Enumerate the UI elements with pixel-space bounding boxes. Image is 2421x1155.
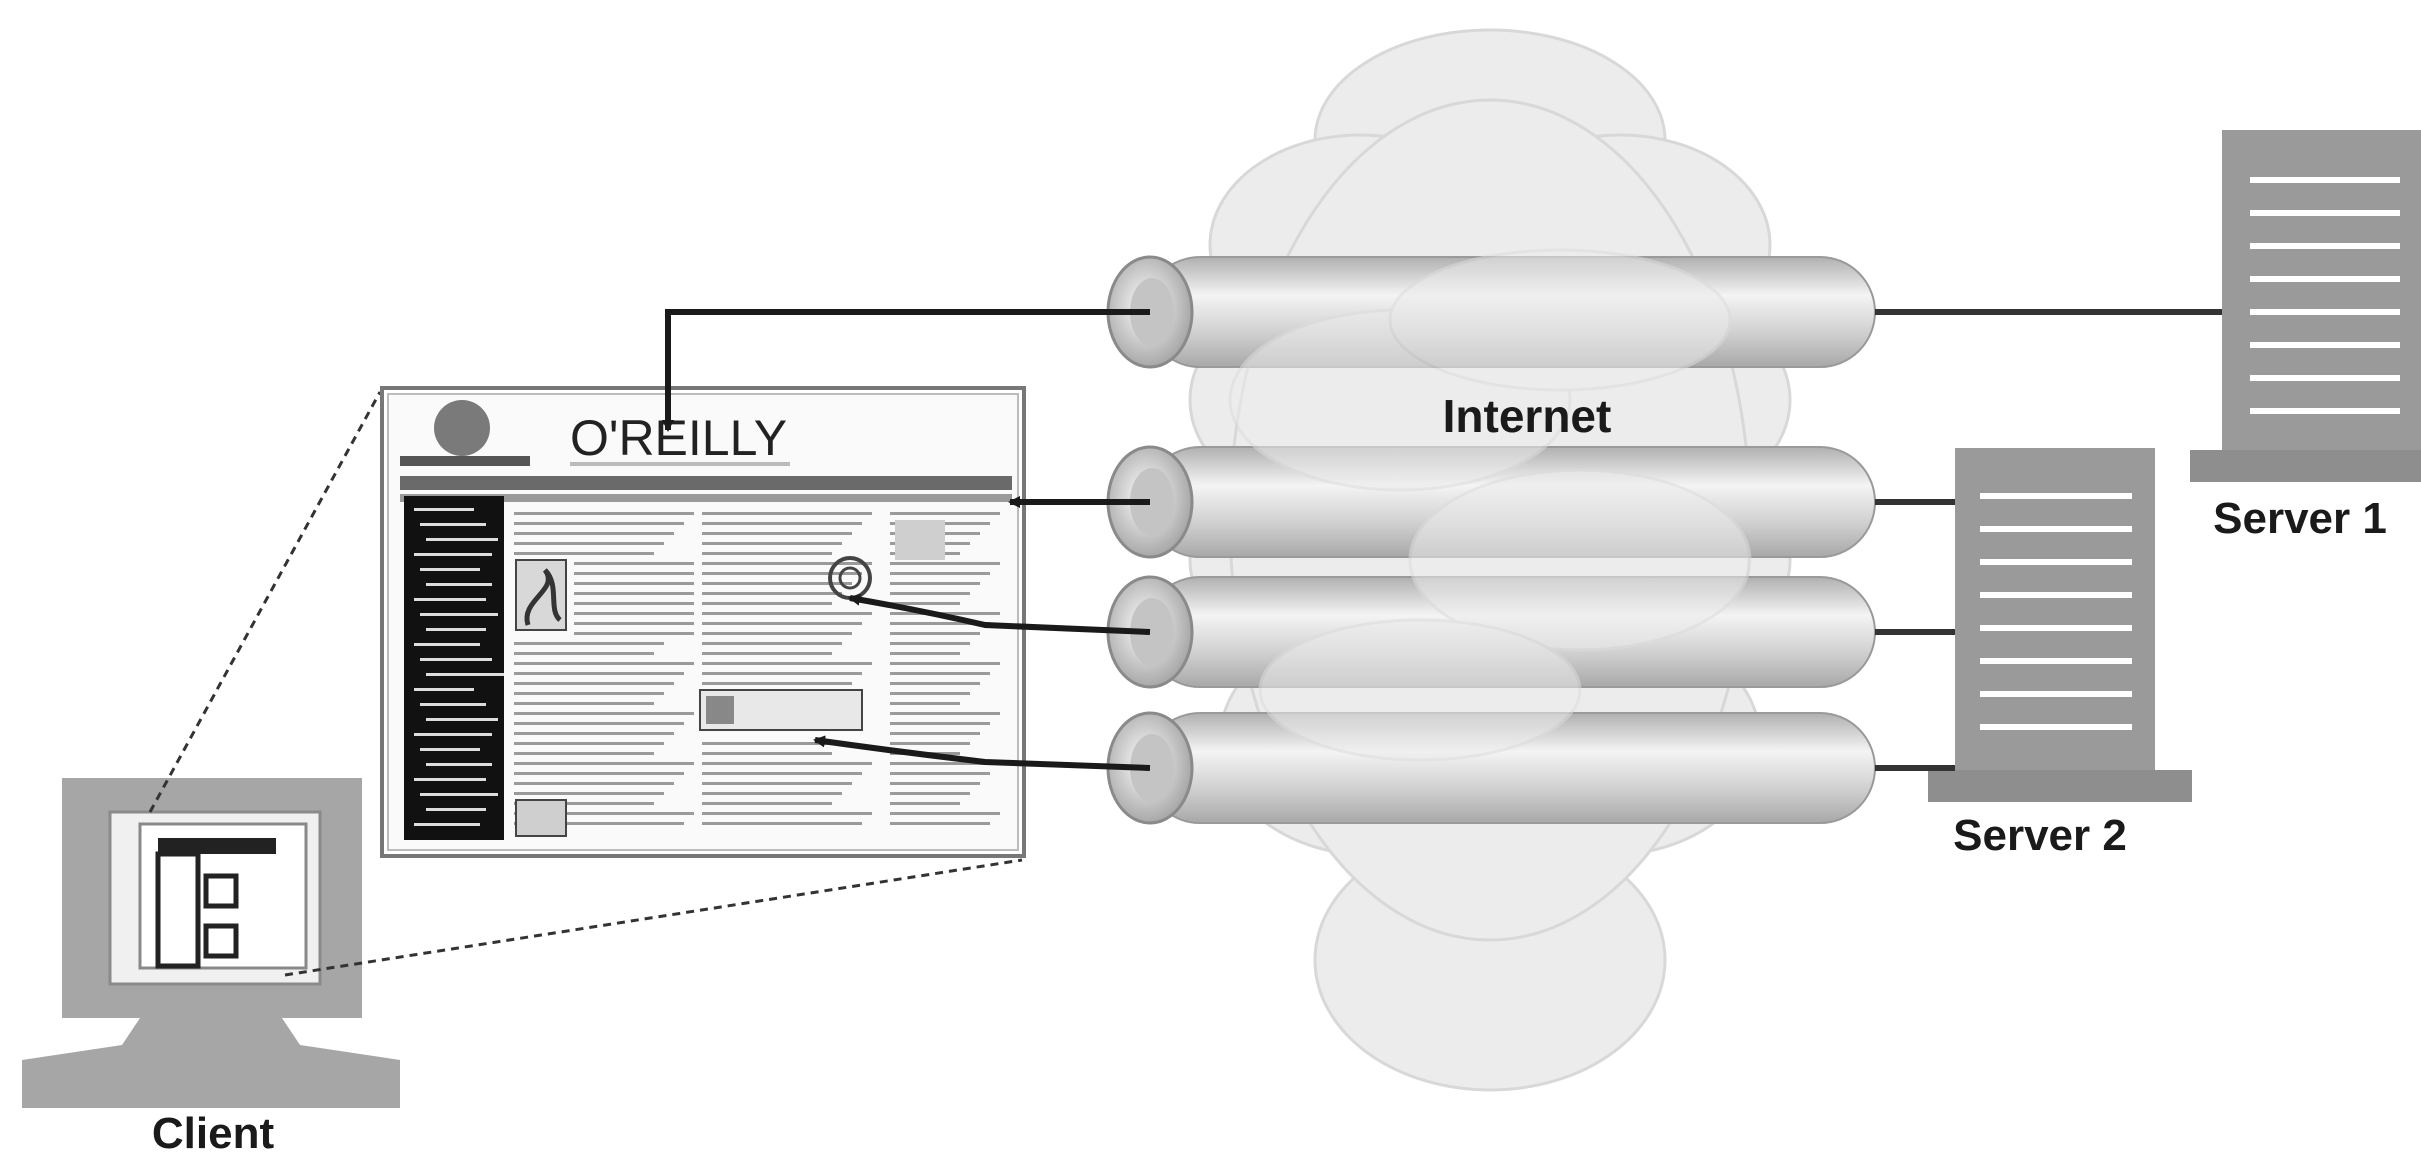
server-1	[2190, 130, 2421, 482]
webpage-preview: O'REILLY	[380, 386, 1026, 858]
server-icon	[2222, 130, 2421, 460]
data-flow-arrows	[662, 309, 1151, 771]
server-1-label: Server 1	[2213, 494, 2387, 543]
webpage-logo: O'REILLY	[570, 410, 787, 466]
client-computer	[22, 778, 400, 1108]
cloud-overlay	[1228, 248, 1752, 762]
arrow-icon	[662, 309, 1150, 432]
zoom-lines	[148, 391, 1023, 977]
internet-label: Internet	[1443, 390, 1612, 442]
server-links	[1875, 309, 2222, 771]
client-label: Client	[152, 1109, 275, 1155]
arrow-icon	[813, 735, 1151, 771]
server-2-label: Server 2	[1953, 811, 2127, 860]
server-2	[1928, 448, 2192, 802]
arrow-icon	[848, 593, 1151, 635]
server-icon	[1955, 448, 2155, 773]
